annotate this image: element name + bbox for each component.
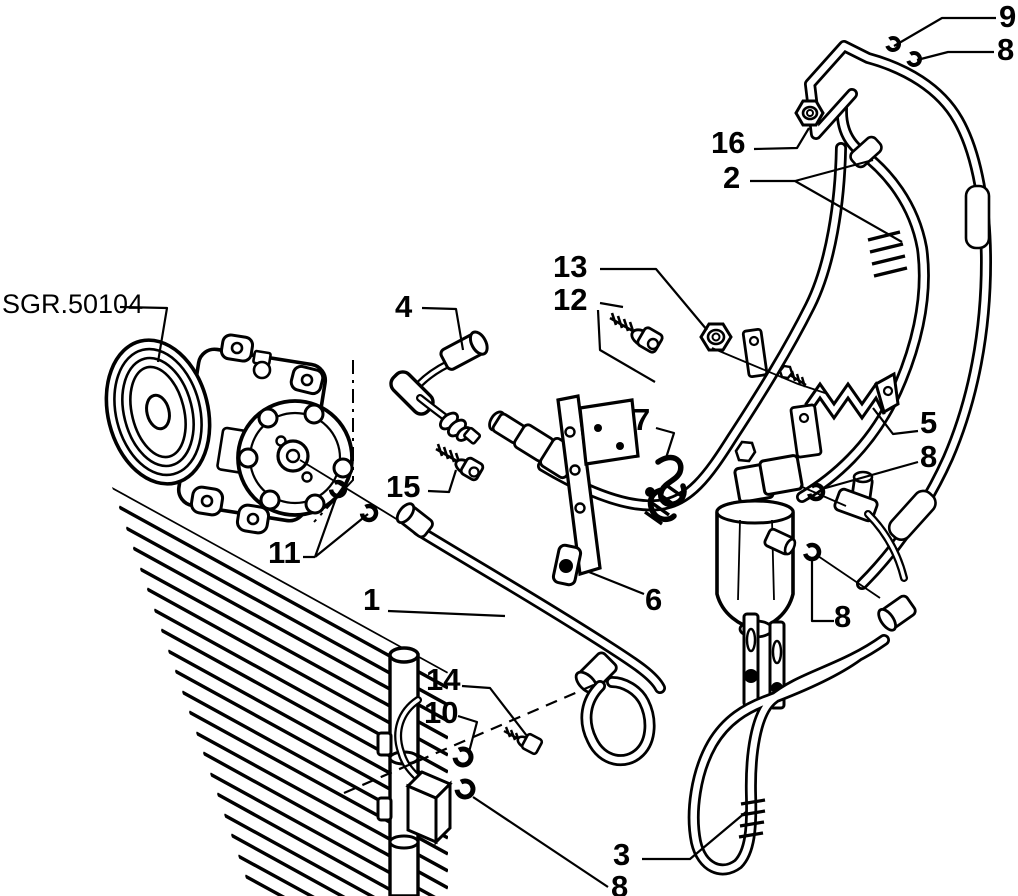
callout-1: 1 xyxy=(363,582,381,617)
leader-4 xyxy=(421,306,465,351)
callout-3: 3 xyxy=(613,837,631,872)
hose-end-fitting xyxy=(395,502,434,539)
valve-collars xyxy=(439,411,482,445)
leader-sgr xyxy=(119,305,169,363)
hose-sleeve xyxy=(887,489,937,542)
hose-collar xyxy=(849,135,883,169)
o-ring-8-bottom xyxy=(454,778,476,800)
hose-sleeve xyxy=(964,184,991,250)
o-rings xyxy=(328,36,922,800)
leader-2 xyxy=(750,158,903,243)
leader-10 xyxy=(457,714,479,753)
alignment-lines xyxy=(313,347,881,795)
compressor-mounting-ears xyxy=(189,333,325,535)
callout-10: 10 xyxy=(424,695,459,730)
callout-8-right: 8 xyxy=(920,439,938,474)
condenser-fitting-block xyxy=(405,770,453,846)
o-ring-8-top xyxy=(906,51,922,67)
leader-lines xyxy=(119,16,996,888)
leader-14 xyxy=(461,684,528,737)
service-valve-illustration xyxy=(389,330,489,445)
clamp-7-illustration xyxy=(645,454,687,523)
hose-assembly-2-illustration xyxy=(537,40,992,590)
bolt-12-illustration xyxy=(609,312,664,354)
hose-ribs xyxy=(738,798,766,839)
condenser-illustration xyxy=(112,487,453,896)
bracket-6-illustration xyxy=(551,394,640,587)
leader-8-mid xyxy=(810,557,834,623)
callout-9: 9 xyxy=(999,0,1017,34)
callout-8-mid: 8 xyxy=(834,599,852,634)
callout-8-bottom: 8 xyxy=(611,869,629,896)
bolt-15-illustration xyxy=(435,443,485,482)
stud-illustration xyxy=(778,364,807,388)
leader-1 xyxy=(387,609,506,618)
callout-13: 13 xyxy=(553,249,588,284)
callout-5: 5 xyxy=(920,405,938,440)
callout-12: 12 xyxy=(553,282,588,317)
o-ring-8-right xyxy=(806,482,826,502)
callout-15: 15 xyxy=(386,469,421,504)
o-ring-9 xyxy=(885,36,901,52)
compressor-rear-head xyxy=(236,399,354,517)
callout-14: 14 xyxy=(426,662,461,697)
bracket-5-illustration xyxy=(804,371,900,423)
leader-13 xyxy=(600,267,708,331)
leader-8-top xyxy=(916,50,994,62)
nut-16-illustration xyxy=(794,99,825,127)
callout-16: 16 xyxy=(711,125,746,160)
hose-3-illustration xyxy=(687,594,917,876)
leader-11 xyxy=(303,497,369,559)
hose-1-illustration xyxy=(395,502,666,766)
leader-8-bottom xyxy=(472,796,609,888)
callout-11: 11 xyxy=(268,535,301,570)
compressor-illustration xyxy=(104,333,399,535)
o-ring-8-mid xyxy=(802,542,822,562)
callout-4: 4 xyxy=(395,289,413,324)
o-ring-11a xyxy=(328,479,348,499)
leader-16 xyxy=(753,127,810,151)
leader-12 xyxy=(596,301,656,383)
leader-15 xyxy=(427,469,458,494)
receiver-drier-illustration xyxy=(715,440,908,710)
leader-8-right xyxy=(821,460,919,491)
leader-7 xyxy=(655,426,676,459)
leader-3 xyxy=(642,811,747,861)
nut-13-illustration xyxy=(699,322,733,352)
reference-label: SGR.50104 xyxy=(2,289,144,319)
leader-9 xyxy=(893,16,996,47)
condenser-fins xyxy=(112,487,448,896)
hose-ribs xyxy=(644,483,684,526)
callout-2: 2 xyxy=(723,160,741,195)
callout-6: 6 xyxy=(645,582,663,617)
leader-5 xyxy=(872,407,919,436)
callout-8-top: 8 xyxy=(997,32,1015,67)
leader-6 xyxy=(588,570,645,596)
hose-elbow-fitting xyxy=(574,651,618,695)
callout-7: 7 xyxy=(633,402,651,437)
bolt-14-illustration xyxy=(503,726,544,756)
o-ring-11b xyxy=(359,503,379,523)
hose-3-elbow-fitting xyxy=(877,594,917,632)
shaft-axis-line xyxy=(299,459,399,521)
compressor-pulley xyxy=(104,338,212,486)
hose-tab-brackets xyxy=(741,327,823,459)
hose-ribs xyxy=(867,230,908,278)
o-ring-10 xyxy=(452,746,474,768)
